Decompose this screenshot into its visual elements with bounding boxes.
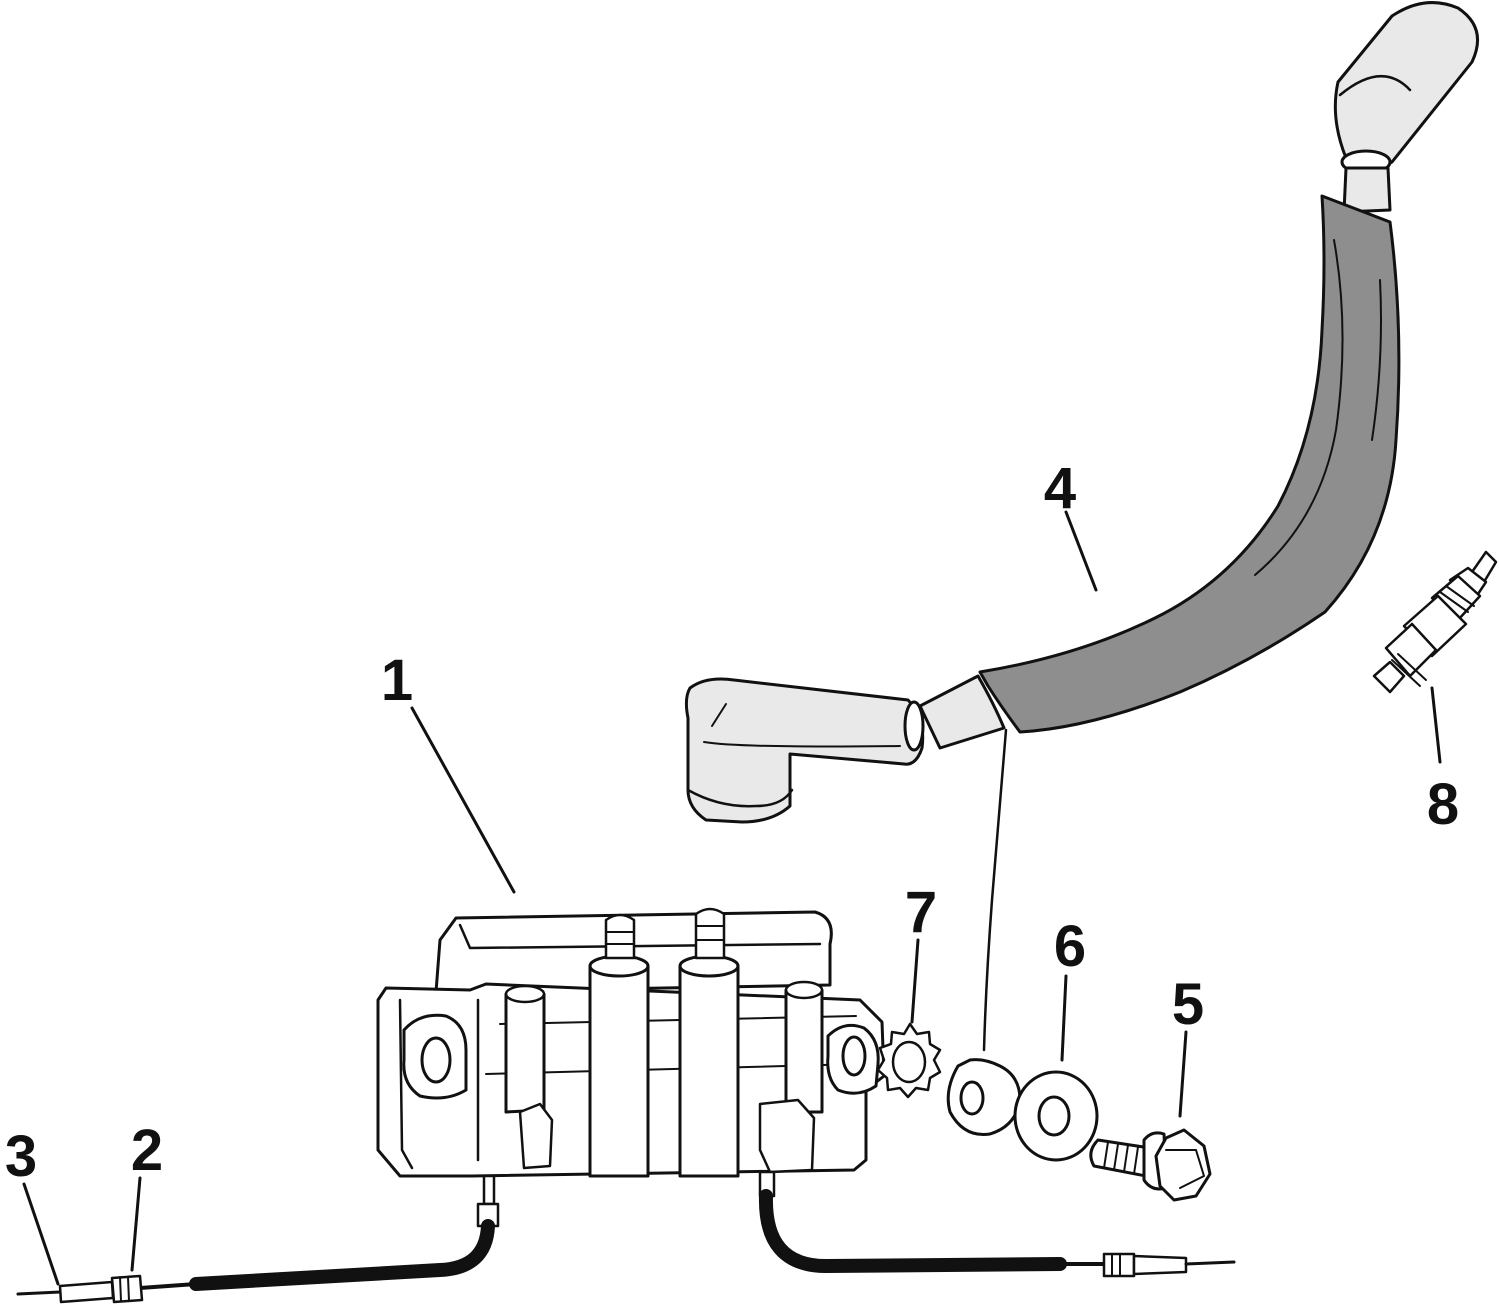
leader-line-7 [910,938,920,1024]
ignition-coil [376,907,886,1178]
mounting-screw [1089,1128,1212,1202]
callout-8: 8 [1427,772,1459,837]
spark-plug-lead [684,1,1480,1137]
callout-3: 3 [5,1124,37,1189]
callout-5: 5 [1172,972,1204,1037]
leader-line-5 [1178,1030,1188,1118]
leader-line-1 [410,706,516,894]
callout-7: 7 [905,880,937,945]
leader-line-2 [130,1176,142,1272]
spark-plug [1372,550,1498,694]
left-primary-wire [138,1174,500,1291]
wire-terminal-seal [110,1274,144,1304]
wire-terminal [16,1280,115,1304]
callout-4: 4 [1044,456,1076,521]
callout-1: 1 [381,648,413,713]
leader-line-3 [22,1182,60,1286]
leader-line-8 [1430,686,1442,764]
flat-washer [1013,1070,1099,1162]
star-lock-washer [876,1022,942,1099]
leader-lines [22,510,1442,1286]
callout-2: 2 [131,1118,163,1183]
leader-line-4 [1064,510,1098,592]
right-primary-wire [758,1170,1236,1278]
leader-line-6 [1060,974,1068,1062]
callout-6: 6 [1054,914,1086,979]
